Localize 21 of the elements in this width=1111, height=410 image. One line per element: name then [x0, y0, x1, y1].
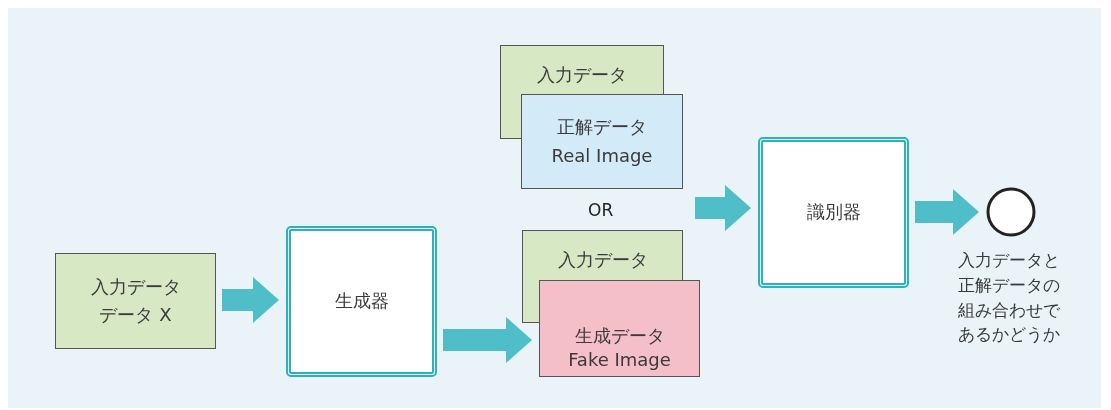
input-data-box [55, 253, 216, 349]
fake-data-card [539, 280, 700, 377]
box-label: Fake Image [568, 348, 671, 371]
result-caption: 入力データと正解データの組み合わせであるかどうか [958, 250, 1061, 347]
box-label: 入力データ [557, 249, 648, 272]
discriminator-box [758, 137, 909, 288]
box-label: Real Image [551, 144, 653, 167]
or-label: OR [588, 200, 614, 220]
generator-box [286, 226, 437, 377]
box-label: 生成器 [334, 290, 389, 313]
box-label: 入力データ [90, 275, 181, 298]
arrow [443, 317, 532, 363]
box-label: 正解データ [557, 116, 647, 139]
arrow [695, 185, 751, 231]
arrow [915, 189, 979, 235]
box-label: 入力データ [537, 64, 627, 87]
box-label: データ X [99, 304, 172, 327]
box-label: 生成データ [574, 325, 665, 348]
box-label: 識別器 [806, 201, 861, 224]
arrow [222, 277, 279, 323]
real-data-card [521, 94, 683, 189]
